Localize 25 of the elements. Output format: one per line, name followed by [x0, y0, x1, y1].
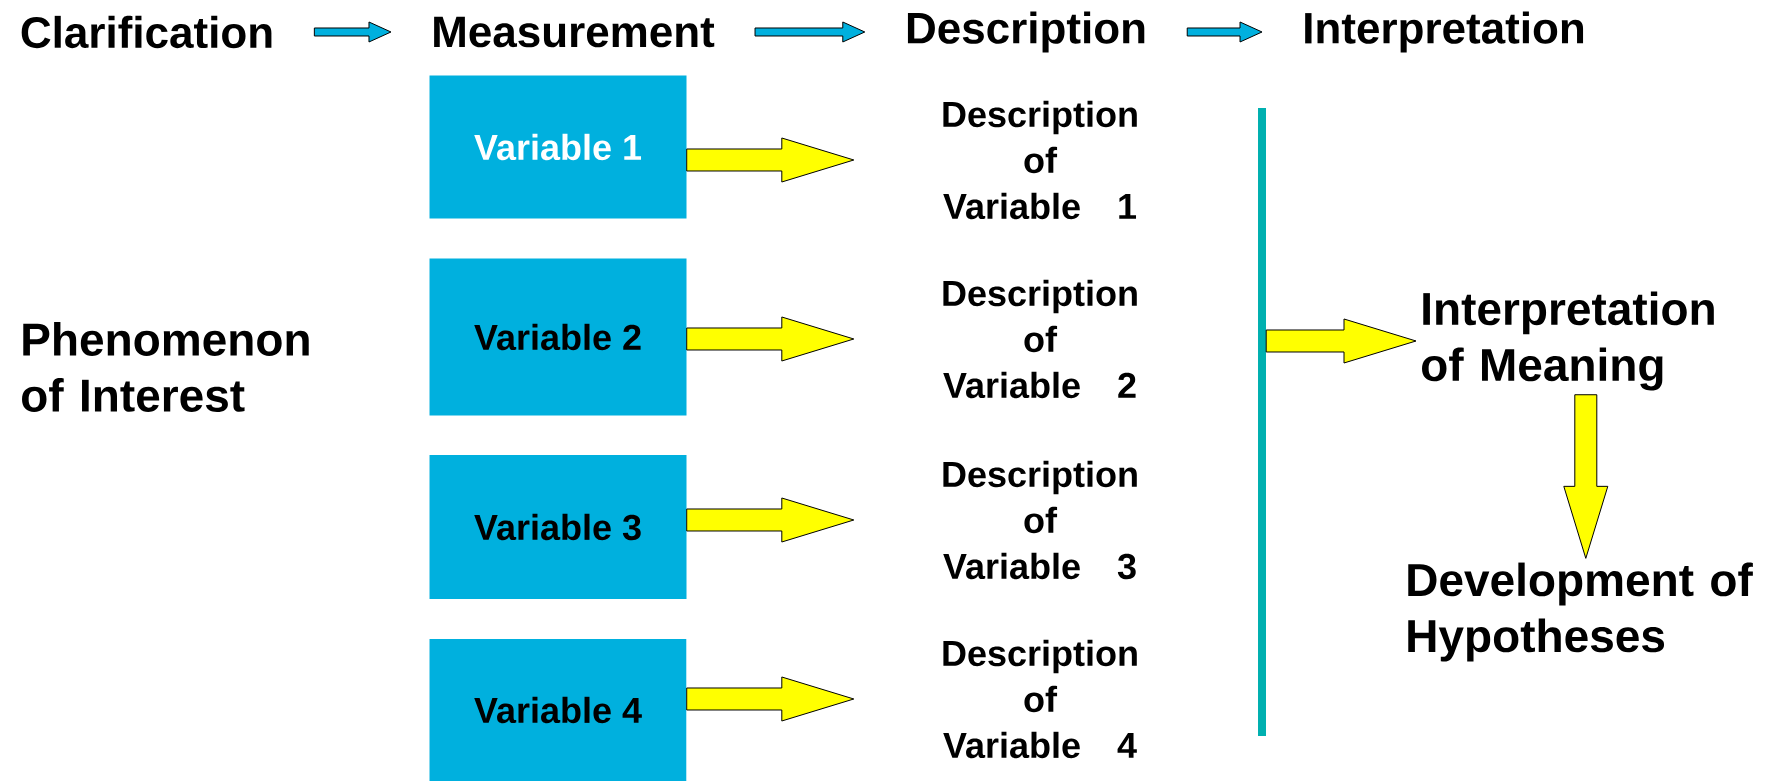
variable-box: Variable 3 — [429, 455, 687, 599]
variable-box: Variable 1 — [429, 75, 687, 219]
variable-box: Variable 2 — [429, 258, 687, 416]
block-arrow — [686, 497, 855, 543]
block-arrow — [1186, 21, 1263, 43]
step-heading: Interpretation — [1305, 11, 1584, 53]
step-heading: Clarification — [21, 15, 272, 49]
heading-text: Development of Hypotheses — [1408, 562, 1753, 662]
description-text: Description of Variable 2 — [943, 279, 1137, 399]
block-arrow — [754, 21, 866, 43]
vertical-bar — [1258, 108, 1266, 736]
description-text: Description of Variable 3 — [943, 460, 1137, 580]
heading-text: Phenomenon of Interest — [22, 322, 309, 412]
block-arrow — [686, 316, 855, 362]
block-arrow — [1563, 394, 1609, 559]
description-text: Description of Variable 4 — [943, 639, 1137, 759]
step-heading: Measurement — [434, 16, 715, 48]
variable-box: Variable 4 — [429, 639, 687, 781]
description-text: Description of Variable 1 — [943, 100, 1137, 220]
block-arrow — [686, 676, 855, 722]
block-arrow — [686, 137, 855, 183]
step-heading: Description — [907, 11, 1145, 53]
heading-text: Interpretation of Meaning — [1422, 291, 1714, 391]
block-arrow — [313, 21, 392, 43]
block-arrow — [1265, 318, 1417, 364]
